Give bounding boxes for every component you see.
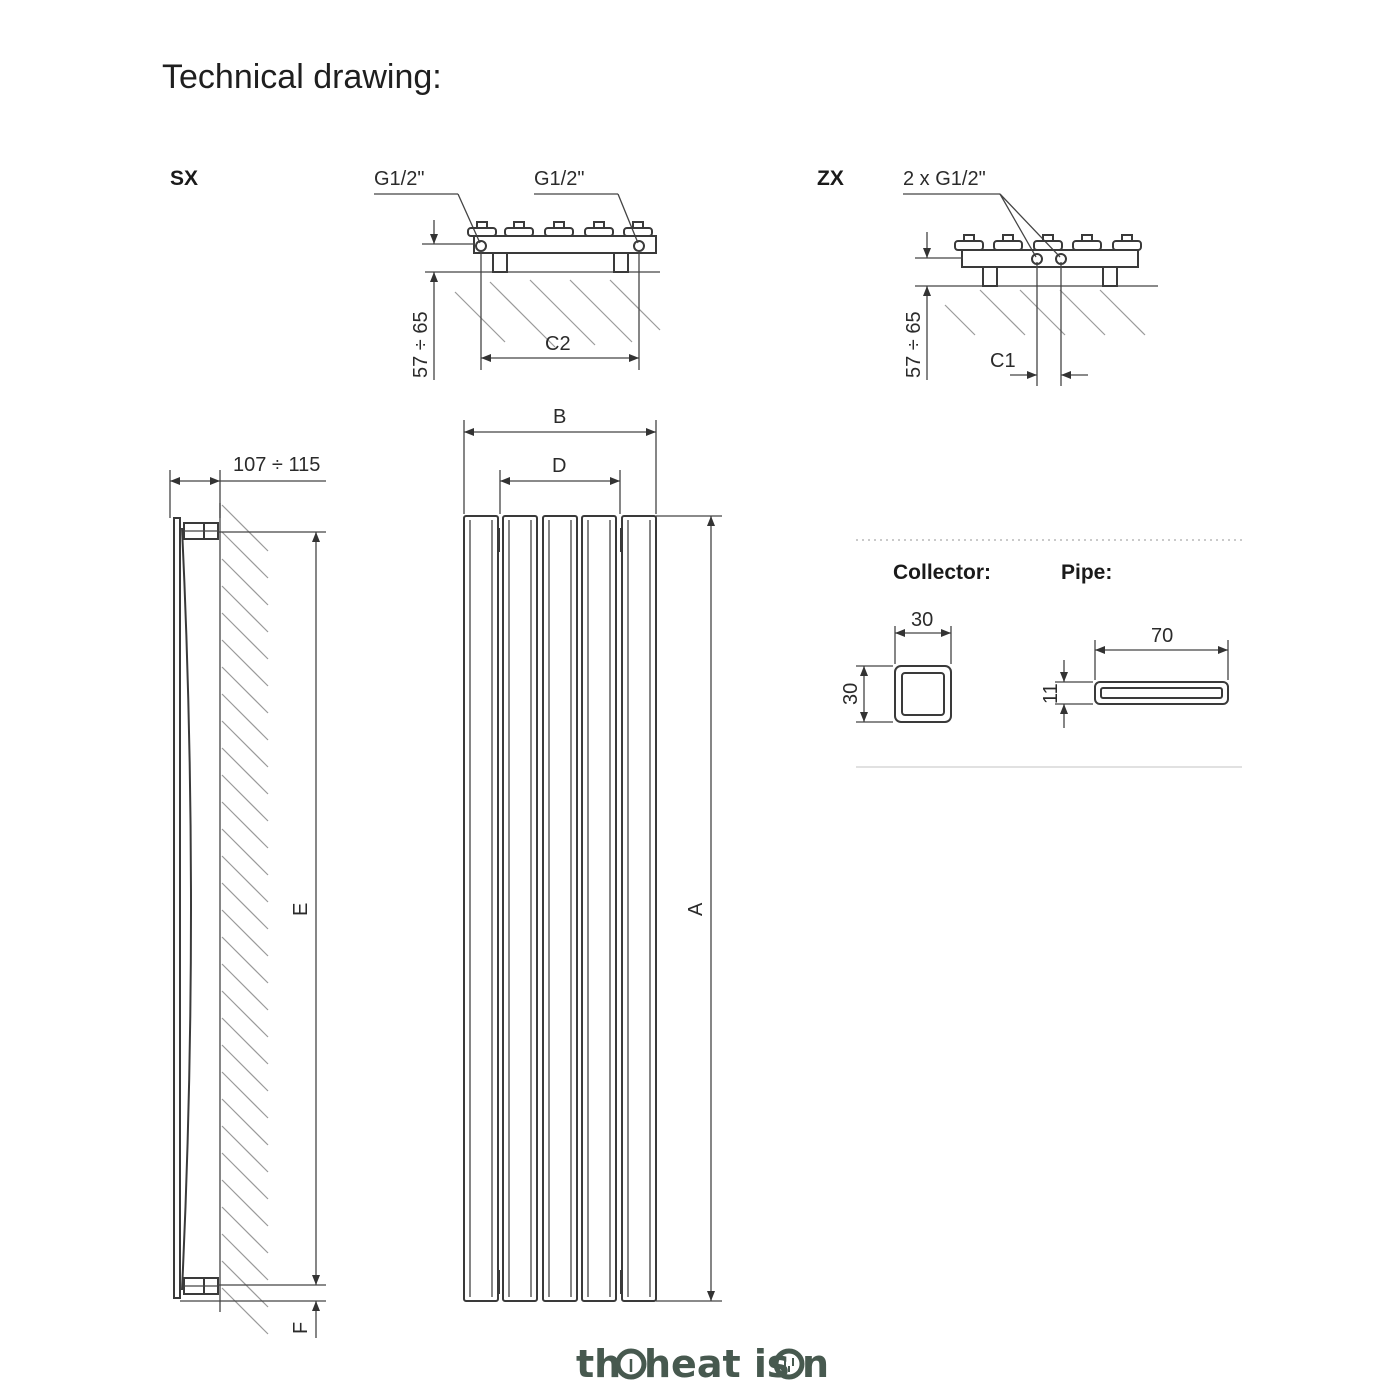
- zx-depth-range: 57 ÷ 65: [903, 311, 925, 378]
- collector-label: Collector:: [893, 561, 991, 584]
- pipe-label: Pipe:: [1061, 561, 1112, 584]
- hatch-line: [221, 801, 269, 849]
- hatch-line: [221, 1287, 269, 1335]
- side-bracket-top: [183, 522, 219, 540]
- sx-wall-hatch: [425, 271, 661, 348]
- tube-3: [542, 515, 578, 1302]
- profiles-section: Collector: Pipe: 30 30 70: [840, 539, 1242, 768]
- front-a-dimension: A: [685, 902, 707, 916]
- sx-depth-range: 57 ÷ 65: [410, 311, 432, 378]
- logo-text-middle: heat is: [644, 1342, 790, 1386]
- hatch-line: [221, 990, 269, 1038]
- sx-bracket-left: [492, 252, 508, 273]
- hatch-line: [221, 936, 269, 984]
- hatch-line: [221, 639, 269, 687]
- front-d-dimension: D: [552, 455, 566, 477]
- tube-1: [463, 515, 499, 1302]
- zx-collector-bar: [961, 249, 1139, 268]
- hatch-line: [221, 747, 269, 795]
- sx-c2-dimension: C2: [545, 333, 571, 355]
- sx-fins: [467, 221, 653, 237]
- hatch-line: [221, 963, 269, 1011]
- collector-width: 30: [911, 609, 933, 631]
- hatch-line: [221, 1179, 269, 1227]
- side-panel-curve: [181, 527, 192, 1291]
- hatch-line: [221, 531, 269, 579]
- brand-logo: th heat is n: [576, 1342, 829, 1386]
- side-bracket-bottom: [183, 1277, 219, 1295]
- tube-outline: [502, 515, 538, 1302]
- sx-collector-bar: [473, 235, 657, 254]
- pipe-height: 11: [1040, 683, 1062, 704]
- hatch-line: [221, 882, 269, 930]
- zx-bracket-left: [982, 266, 998, 287]
- hatch-line: [221, 1152, 269, 1200]
- side-depth-range: 107 ÷ 115: [233, 454, 320, 476]
- sx-inlet-circle: [475, 240, 487, 252]
- hatch-line: [221, 666, 269, 714]
- sx-label: SX: [170, 167, 198, 190]
- logo-plug-icon: [773, 1348, 805, 1380]
- hatch-line: [221, 1071, 269, 1119]
- logo-text-start: th: [576, 1342, 621, 1386]
- side-e-dimension: E: [290, 903, 312, 916]
- hatch-line: [221, 1206, 269, 1254]
- zx-c1-dimension: C1: [990, 350, 1016, 372]
- hatch-line: [221, 774, 269, 822]
- hatch-line: [221, 720, 269, 768]
- collector-height: 30: [840, 683, 862, 705]
- tube-outline: [581, 515, 617, 1302]
- side-f-dimension: F: [290, 1322, 312, 1334]
- hatch-line: [221, 585, 269, 633]
- front-b-dimension: B: [553, 406, 566, 428]
- hatch-line: [221, 855, 269, 903]
- sx-bracket-right: [613, 252, 629, 273]
- front-tubes: [463, 515, 657, 1302]
- logo-bulb-icon: [615, 1348, 647, 1380]
- hatch-line: [221, 909, 269, 957]
- hatch-line: [221, 558, 269, 606]
- hatch-line: [221, 504, 269, 552]
- hatch-line: [221, 1098, 269, 1146]
- pipe-profile: 70 11: [1040, 625, 1229, 728]
- side-wall-hatch: [221, 504, 269, 1335]
- hatch-line: [221, 1125, 269, 1173]
- sx-connection-view: SX G1/2" G1/2": [170, 167, 661, 380]
- tube-4: [581, 515, 617, 1302]
- tube-5: [621, 515, 657, 1302]
- zx-label: ZX: [817, 167, 844, 190]
- hatch-line: [221, 1044, 269, 1092]
- zx-fins: [954, 234, 1142, 251]
- tube-outline: [463, 515, 499, 1302]
- sx-connection-left-label: G1/2": [374, 168, 424, 190]
- front-view: B D A: [463, 406, 722, 1302]
- logo-text-end: n: [802, 1342, 829, 1386]
- side-view: 107 ÷ 115 E F: [169, 454, 326, 1338]
- hatch-line: [221, 1260, 269, 1308]
- hatch-line: [221, 693, 269, 741]
- page-title: Technical drawing:: [162, 58, 442, 96]
- hatch-line: [221, 1233, 269, 1281]
- sx-connection-right-label: G1/2": [534, 168, 584, 190]
- hatch-line: [221, 828, 269, 876]
- zx-connection-label: 2 x G1/2": [903, 168, 986, 190]
- pipe-width: 70: [1151, 625, 1173, 647]
- tube-2: [502, 515, 538, 1302]
- collector-profile: 30 30: [840, 609, 952, 723]
- zx-connection-view: ZX 2 x G1/2" 57 ÷ 65: [817, 167, 1158, 386]
- side-panel: [173, 517, 181, 1299]
- sx-outlet-circle: [633, 240, 645, 252]
- hatch-line: [221, 1017, 269, 1065]
- tube-outline: [542, 515, 578, 1302]
- zx-bracket-right: [1102, 266, 1118, 287]
- hatch-line: [221, 612, 269, 660]
- tube-outline: [621, 515, 657, 1302]
